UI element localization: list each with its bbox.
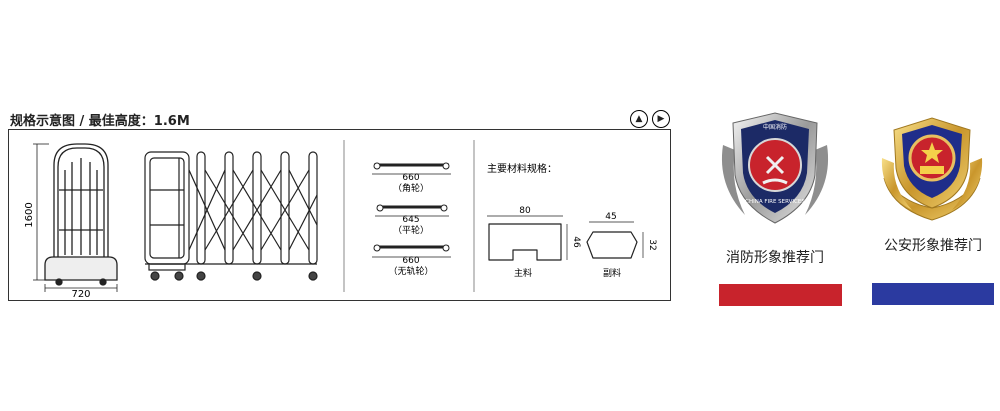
wheel-label: （无轨轮） bbox=[388, 265, 433, 277]
fire-services-emblem-icon: 中国消防 CHINA FIRE SERVICES bbox=[715, 105, 835, 234]
police-color-bar bbox=[872, 283, 994, 305]
gate-side-view bbox=[144, 151, 318, 281]
spec-panel: 1600 720 bbox=[8, 129, 671, 301]
wheel-dim: 660 bbox=[402, 256, 419, 266]
wheel-label: （角轮） bbox=[393, 182, 429, 194]
next-arrow-icon[interactable]: ▶ bbox=[652, 110, 670, 128]
wheel-dim: 660 bbox=[402, 173, 419, 183]
secondary-material-profile: 45 32 副料 bbox=[586, 212, 657, 279]
wheel-trackless: 660 （无轨轮） bbox=[372, 244, 451, 277]
emblem-ring-text: CHINA FIRE SERVICES bbox=[745, 199, 805, 205]
police-gate-label: 公安形象推荐门 bbox=[884, 238, 982, 254]
height-dimension bbox=[33, 143, 49, 281]
secondary-height-dim: 32 bbox=[647, 239, 657, 250]
wheel-dim: 645 bbox=[402, 215, 419, 225]
police-emblem-icon bbox=[872, 108, 992, 234]
emblem-top-text: 中国消防 bbox=[763, 123, 787, 131]
fire-gate-label: 消防形象推荐门 bbox=[726, 250, 824, 266]
width-dim-label: 720 bbox=[71, 289, 90, 300]
secondary-width-dim: 45 bbox=[605, 212, 616, 222]
height-dim-label: 1600 bbox=[24, 202, 35, 227]
gate-front-view bbox=[44, 143, 118, 286]
secondary-material-label: 副料 bbox=[603, 267, 621, 279]
main-width-dim: 80 bbox=[519, 206, 531, 216]
nav-arrows: ▲ ▶ bbox=[630, 110, 670, 128]
main-material-profile: 80 46 主料 bbox=[487, 206, 581, 279]
materials-title: 主要材料规格： bbox=[487, 162, 557, 175]
wheel-flat: 645 （平轮） bbox=[375, 204, 449, 236]
main-height-dim: 46 bbox=[571, 236, 581, 248]
prev-arrow-icon[interactable]: ▲ bbox=[630, 110, 648, 128]
width-dimension bbox=[44, 284, 118, 292]
main-material-label: 主料 bbox=[514, 267, 532, 279]
fire-color-bar bbox=[719, 284, 842, 306]
spec-drawing: 1600 720 bbox=[24, 140, 657, 300]
wheel-corner: 660 （角轮） bbox=[372, 162, 451, 194]
spec-title: 规格示意图 / 最佳高度：1.6M bbox=[10, 114, 190, 129]
wheel-label: （平轮） bbox=[393, 224, 429, 236]
